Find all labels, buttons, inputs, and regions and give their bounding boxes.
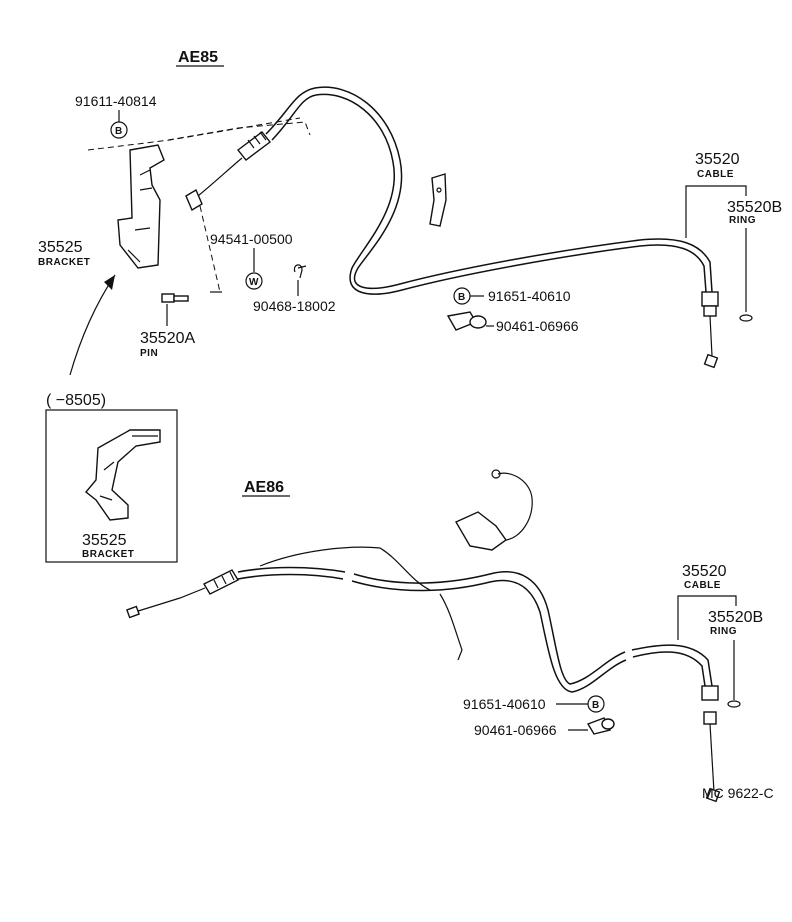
label-35520b-ring-ae85: RING	[729, 215, 756, 226]
cable-adjuster-threads-ae86	[213, 571, 235, 589]
cable-grommet-ae85	[701, 291, 719, 307]
cable-end-wire-ae85	[709, 315, 713, 357]
pin-head-part	[161, 293, 175, 303]
label-94541-00500: 94541-00500	[210, 231, 293, 247]
label-90461-06966-ae85: 90461-06966	[496, 318, 579, 334]
clip-90468-part	[293, 264, 307, 279]
cable-ae86-seg3-outer	[631, 644, 713, 687]
nut-cap-ae85	[469, 315, 487, 329]
cable-ae86-seg2-outer	[353, 571, 626, 685]
ae86-section: AE86 35520 CABLE 35520B RING	[126, 469, 763, 803]
washer-w-marker-icon	[245, 272, 263, 290]
washer-leader-dashed	[199, 205, 221, 293]
inset-range: ( −8505)	[46, 392, 106, 409]
cable-clamp-ae85	[429, 173, 447, 227]
bracket-35525-part	[117, 144, 165, 269]
cable-end-fitting	[185, 188, 203, 212]
cable-end-stopper-ae85	[703, 353, 719, 369]
cable-clamp-ae86	[455, 511, 507, 551]
inset-label-35525: 35525	[82, 532, 127, 549]
label-91651-40610-ae86: 91651-40610	[463, 696, 546, 712]
ring-part-ae86	[727, 700, 741, 708]
label-35520a-pin: PIN	[140, 348, 158, 359]
bracket-35525-detail	[127, 169, 153, 263]
ring-part-ae85	[739, 314, 753, 322]
cable-ae85-inner	[271, 93, 707, 295]
cable-end-wire-ae86	[134, 587, 206, 613]
washer-w-marker-text: W	[249, 277, 259, 288]
label-91651-40610-ae85: 91651-40610	[488, 288, 571, 304]
bolt-b-marker-text: B	[115, 126, 122, 137]
inset-arrow-line	[69, 274, 116, 376]
inset-label-bracket: BRACKET	[82, 549, 134, 560]
inset-box: ( −8505) 35525 BRACKET	[45, 392, 178, 563]
clamp-hole-icon	[436, 187, 442, 193]
label-35520b-ring-ae86: RING	[710, 626, 737, 637]
cable-nut-ae85	[703, 305, 717, 317]
label-35520-cable-ae85: CABLE	[697, 169, 734, 180]
label-35520-cable-ae86: CABLE	[684, 580, 721, 591]
engine-outline-lower	[167, 121, 311, 141]
cable-inner-wire	[197, 157, 243, 197]
inset-arrow-head-icon	[104, 275, 115, 290]
cable-adjuster-ae86	[203, 569, 239, 595]
cable-end-stopper-carb-ae86	[126, 605, 140, 619]
label-91611-40814: 91611-40814	[75, 93, 157, 109]
label-35520-ae85: 35520	[695, 151, 740, 168]
clamp-wire-ae86	[497, 472, 533, 541]
cable-adjuster-threads	[247, 131, 267, 149]
cable-adjuster-part	[237, 131, 271, 161]
pin-shank-part	[173, 295, 189, 302]
ae85-section: AE85 91611-40814 B 35525 BRACKET 35520A …	[38, 49, 782, 376]
bolt-b-marker-ae86-icon	[587, 695, 605, 713]
label-35525-bracket: BRACKET	[38, 257, 90, 268]
cable-ae86-seg2-inner	[351, 579, 627, 693]
cable-ae86-seg3-inner	[632, 651, 706, 687]
ae86-heading: AE86	[244, 479, 284, 496]
cable-ae86-seg1-inner	[237, 573, 344, 580]
cable-bracket-line-ae86	[677, 595, 737, 640]
label-35520a: 35520A	[140, 330, 195, 347]
label-35520b-ae85: 35520B	[727, 199, 782, 216]
ae85-heading: AE85	[178, 49, 218, 66]
nut-cap-ae86	[601, 718, 615, 730]
bolt-b-marker-ae86-text: B	[592, 700, 599, 711]
label-35520b-ae86: 35520B	[708, 609, 763, 626]
cable-ae86-seg1-outer	[237, 566, 346, 573]
cable-end-stopper-ae86	[705, 787, 721, 803]
engine-outline-ae86-side	[439, 593, 463, 661]
engine-outline-ae86-top	[259, 546, 431, 591]
diagram-code: MC 9622-C	[702, 785, 774, 801]
cable-end-wire-ae86-pedal	[709, 723, 715, 793]
label-90461-06966-ae86: 90461-06966	[474, 722, 557, 738]
cable-grommet-ae86	[701, 685, 719, 701]
cable-bracket-line-ae85	[685, 185, 747, 238]
label-35520-ae86: 35520	[682, 563, 727, 580]
inset-bracket-detail	[99, 435, 158, 501]
inset-frame	[45, 409, 178, 563]
label-90468-18002: 90468-18002	[253, 298, 336, 314]
cable-ae85-outer	[265, 86, 713, 293]
cable-nut-ae86	[703, 711, 717, 725]
label-35525: 35525	[38, 239, 83, 256]
bolt-b-marker-mid-text: B	[458, 292, 465, 303]
clamp-wire-end-icon	[491, 469, 501, 479]
inset-bracket-part	[85, 429, 161, 521]
